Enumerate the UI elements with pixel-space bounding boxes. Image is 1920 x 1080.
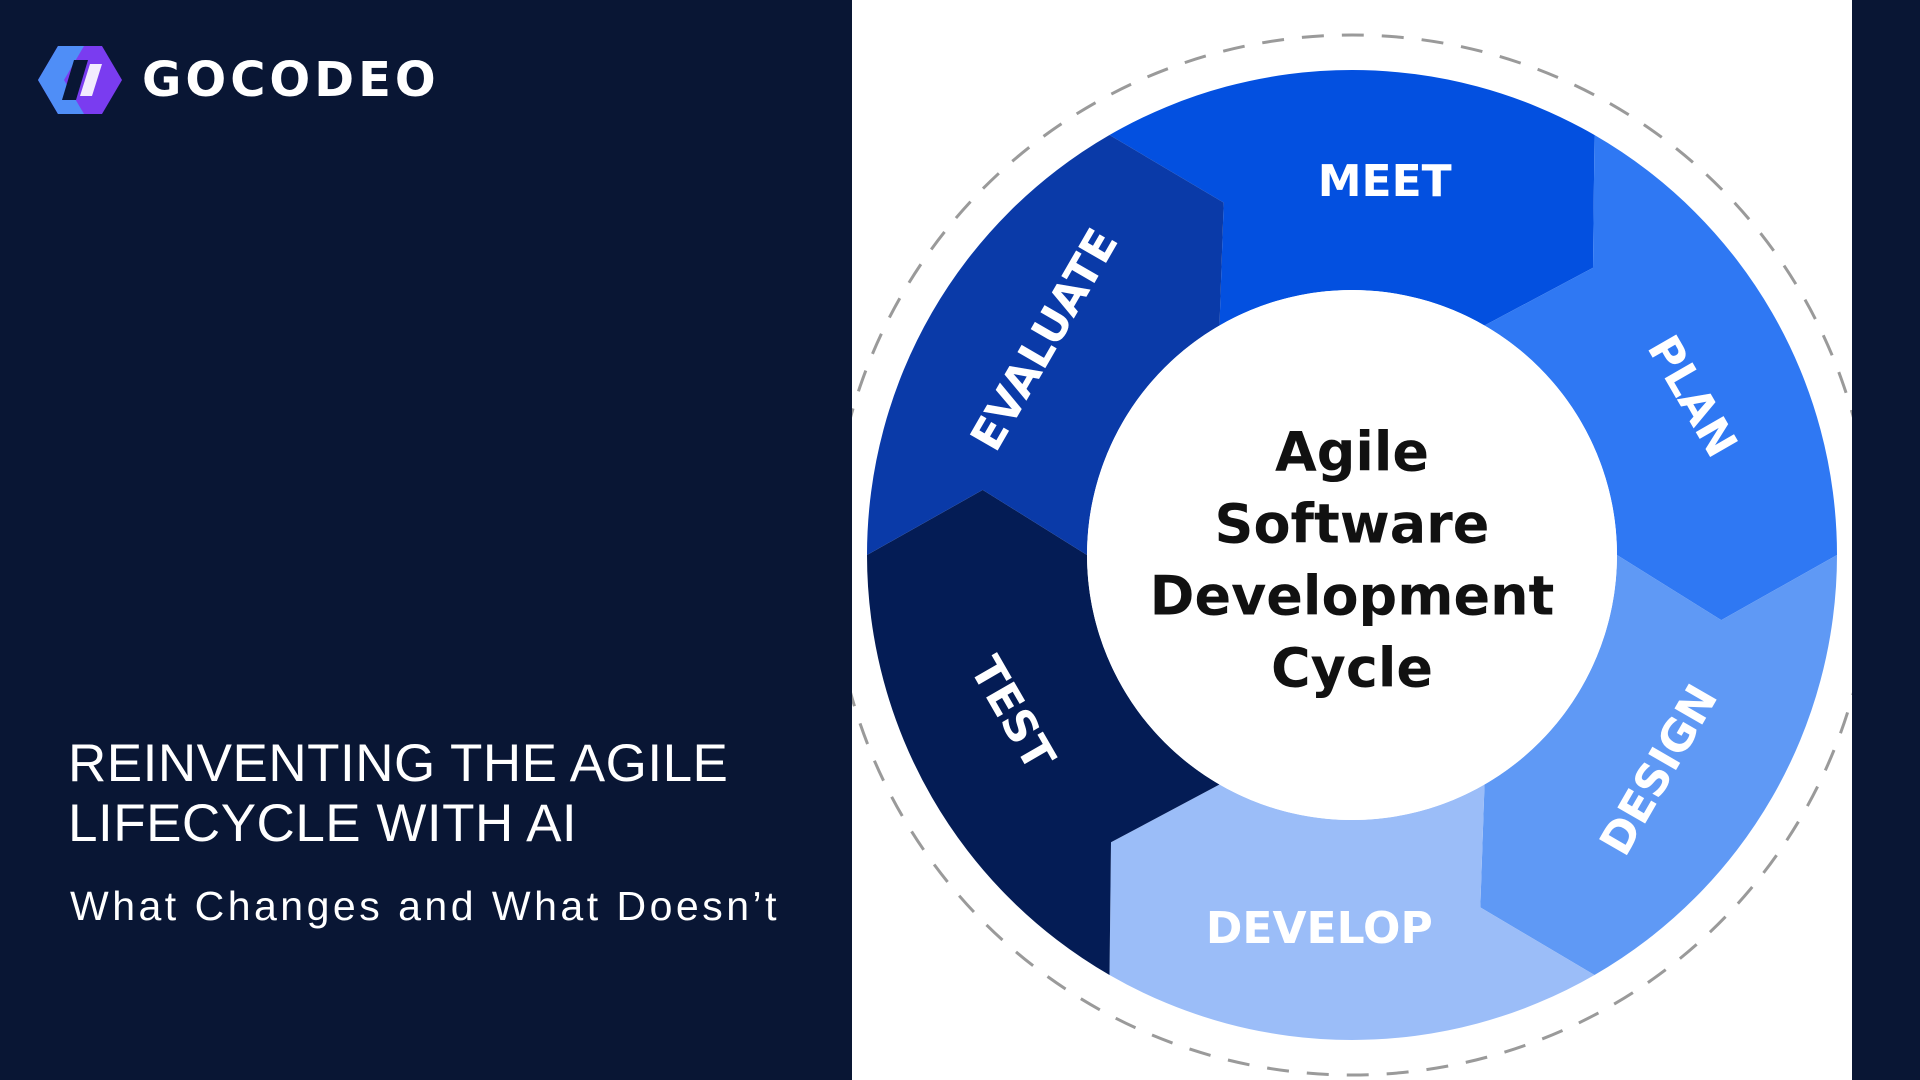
brand: GOCODEO: [36, 44, 440, 116]
segment-develop: [1109, 784, 1595, 1040]
dashed-outer-ring: [852, 33, 1852, 1077]
headline-line-2: LIFECYCLE WITH AI: [68, 794, 578, 853]
subheadline: What Changes and What Doesn’t: [70, 883, 780, 929]
agile-cycle-diagram-panel: MEET PLAN DESIGN DEVELOP TEST EVALUATE A…: [852, 0, 1852, 1080]
segment-plan: [1484, 135, 1837, 621]
headline-line-1: REINVENTING THE AGILE: [68, 734, 729, 793]
center-title-line-4: Cycle: [1271, 637, 1433, 700]
segment-design: [1480, 555, 1837, 975]
brand-name: GOCODEO: [142, 52, 440, 108]
agile-cycle-diagram: MEET PLAN DESIGN DEVELOP TEST EVALUATE A…: [852, 33, 1852, 1077]
gocodeo-logo-icon: [38, 46, 122, 114]
center-title-line-3: Development: [1150, 565, 1555, 628]
center-title-line-1: Agile: [1275, 421, 1429, 484]
segment-meet: [1109, 70, 1595, 326]
headline: REINVENTING THE AGILE LIFECYCLE WITH AI: [68, 734, 788, 854]
center-title-line-2: Software: [1215, 493, 1490, 556]
segment-evaluate: [867, 135, 1224, 555]
label-meet: MEET: [1318, 156, 1452, 207]
center-circle: [1087, 290, 1617, 820]
label-develop: DEVELOP: [1206, 903, 1433, 954]
segment-test: [867, 489, 1220, 975]
